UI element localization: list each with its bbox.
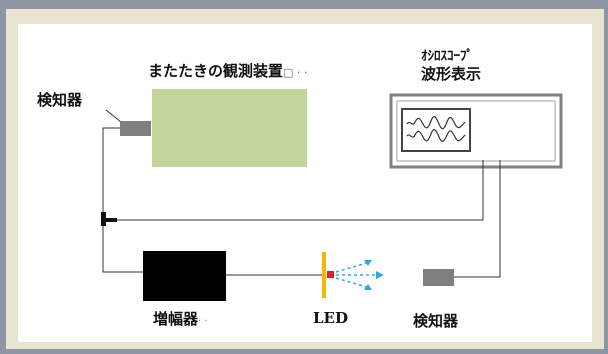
led-emitter <box>327 271 334 278</box>
wire-detector-right-to-scope <box>454 160 501 278</box>
detector-right-label: 検知器 <box>413 312 459 330</box>
led-label: LED <box>313 309 348 327</box>
amplifier-label: 増幅器· · <box>153 310 208 328</box>
waveform-upper <box>406 115 466 130</box>
oscilloscope-label-line1: ｵｼﾛｽｺｰﾌﾟ <box>421 49 473 64</box>
detector-right <box>423 269 454 286</box>
detector-left-leader <box>105 109 122 123</box>
waveform-lower <box>406 128 466 142</box>
observation-device-box <box>152 89 307 167</box>
wire-detector-to-tjunction <box>102 127 143 273</box>
oscilloscope-outer <box>389 93 563 169</box>
device-title: またたきの観測装置□ · · <box>148 62 308 80</box>
oscilloscope-inner <box>396 100 556 162</box>
oscilloscope-label-line2: 波形表示 <box>421 65 482 83</box>
amplifier-box <box>143 251 226 301</box>
t-junction-stub <box>103 218 117 222</box>
detector-left-label: 検知器 <box>37 91 83 109</box>
detector-left <box>120 121 151 136</box>
wire-tjunction-to-scope <box>103 160 484 221</box>
oscilloscope-screen <box>401 108 471 152</box>
light-rays <box>335 260 384 290</box>
led-bar <box>322 252 326 298</box>
diagram-panel <box>18 24 592 342</box>
